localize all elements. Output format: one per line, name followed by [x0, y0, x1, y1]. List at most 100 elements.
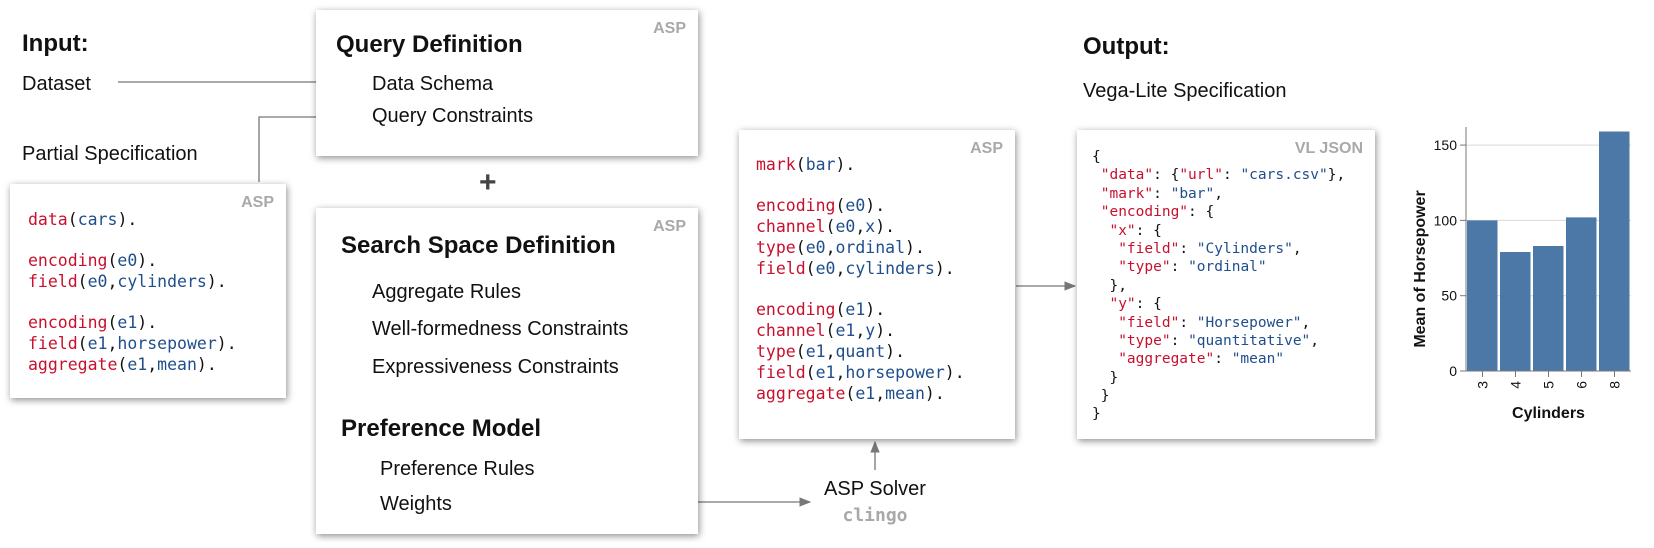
code-token: : { [1188, 204, 1215, 221]
code-token: field [756, 363, 806, 382]
x-tick-label: 4 [1508, 381, 1524, 389]
code-token: "bar" [1170, 185, 1215, 202]
code-token: ( [845, 384, 856, 403]
y-tick-label: 0 [1449, 363, 1457, 379]
code-token: encoding [756, 196, 836, 215]
code-token: , [1310, 332, 1320, 349]
code-line: aggregate(e1,mean). [756, 383, 965, 404]
json-line: } [1092, 387, 1345, 405]
code-token [1092, 333, 1118, 349]
y-tick-label: 100 [1434, 212, 1458, 228]
code-token: e0 [815, 259, 836, 278]
x-tick-label: 3 [1475, 381, 1491, 389]
vega-lite-subtitle: Vega-Lite Specification [1083, 80, 1287, 102]
code-token: "cars.csv" [1240, 167, 1328, 184]
code-token [1092, 204, 1101, 220]
code-token: ( [107, 251, 118, 270]
code-token: ). [875, 217, 896, 236]
result-asp-card: ASP mark(bar).encoding(e0).channel(e0,x)… [739, 130, 1015, 439]
code-token: ( [825, 321, 836, 340]
code-line: type(e0,ordinal). [756, 237, 965, 258]
code-token: ( [67, 210, 78, 229]
code-token: e0 [87, 272, 108, 291]
code-token: : [1179, 314, 1197, 331]
code-token: e1 [845, 300, 866, 319]
code-token: , [875, 384, 886, 403]
code-token: ). [196, 355, 217, 374]
blank-line [28, 292, 237, 312]
query-definition-title: Query Definition [336, 31, 523, 58]
code-token [1092, 315, 1118, 331]
code-token: "type" [1118, 332, 1171, 349]
code-token: cylinders [845, 259, 935, 278]
json-line: "mark": "bar", [1092, 185, 1345, 203]
partial-spec-card: ASP data(cars).encoding(e0).field(e0,cyl… [10, 184, 286, 398]
code-token: "mean" [1231, 351, 1285, 368]
code-token [1092, 351, 1118, 367]
code-token: e0 [117, 251, 138, 270]
code-token: "x" [1109, 222, 1136, 239]
code-token: e1 [87, 334, 108, 353]
preference-model-title: Preference Model [341, 415, 542, 442]
code-token: x [865, 217, 876, 236]
code-token: { [1092, 149, 1101, 165]
json-line: "type": "quantitative", [1092, 332, 1345, 350]
code-token: "field" [1118, 240, 1180, 257]
blank-line [756, 279, 965, 299]
y-tick-label: 50 [1441, 288, 1457, 304]
code-line: mark(bar). [756, 154, 965, 175]
code-token: "data" [1100, 167, 1154, 184]
code-token: ). [137, 251, 158, 270]
code-token: , [855, 321, 866, 340]
code-token: : [1170, 332, 1189, 349]
code-token: e1 [815, 363, 836, 382]
json-line: "type": "ordinal" [1092, 258, 1345, 276]
code-token: ). [934, 259, 955, 278]
code-token: y [865, 321, 876, 340]
code-token: ( [805, 363, 816, 382]
code-line: encoding(e0). [756, 195, 965, 216]
wellformedness-item: Well-formedness Constraints [372, 318, 629, 340]
code-token: mark [756, 155, 796, 174]
asp-solver-label: ASP Solver [824, 478, 926, 500]
code-token: , [835, 363, 846, 382]
json-line: "encoding": { [1092, 203, 1345, 221]
asp-tag: ASP [653, 20, 686, 37]
code-token: e1 [805, 342, 826, 361]
code-token: e0 [805, 238, 826, 257]
code-token: ( [835, 300, 846, 319]
preference-rules-item: Preference Rules [380, 458, 535, 480]
code-token: , [1301, 314, 1311, 331]
code-line: encoding(e1). [756, 299, 965, 320]
code-token: ( [77, 334, 88, 353]
y-axis-title: Mean of Horsepower [1412, 190, 1429, 347]
code-line: channel(e1,y). [756, 320, 965, 341]
json-line: "aggregate": "mean" [1092, 350, 1345, 368]
weights-item: Weights [380, 493, 452, 515]
code-token: , [825, 238, 836, 257]
code-token: mean [885, 384, 925, 403]
code-token: "aggregate" [1118, 351, 1215, 368]
json-line: "data": {"url": "cars.csv"}, [1092, 166, 1346, 184]
y-tick-label: 150 [1434, 137, 1458, 153]
json-line: } [1092, 369, 1345, 387]
code-token: ( [107, 313, 118, 332]
code-token: : { [1135, 222, 1162, 239]
query-definition-card: ASP Query Definition Data Schema Query C… [316, 10, 698, 156]
code-token: , [855, 217, 866, 236]
code-token [1092, 186, 1101, 202]
vl-json-card: VL JSON { "data": {"url": "cars.csv"}, "… [1077, 130, 1375, 439]
bar [1500, 252, 1531, 371]
code-token: ). [865, 196, 886, 215]
input-heading: Input: [22, 30, 89, 57]
code-token: ). [835, 155, 856, 174]
code-token: }, [1092, 277, 1127, 294]
dataset-label: Dataset [22, 73, 91, 95]
code-token: "ordinal" [1188, 259, 1267, 276]
code-token: : [1222, 167, 1241, 184]
bar [1599, 131, 1630, 371]
json-line: { [1092, 148, 1345, 166]
blank-line [28, 230, 237, 250]
x-axis-title: Cylinders [1512, 405, 1585, 422]
code-token: horsepower [845, 363, 945, 382]
